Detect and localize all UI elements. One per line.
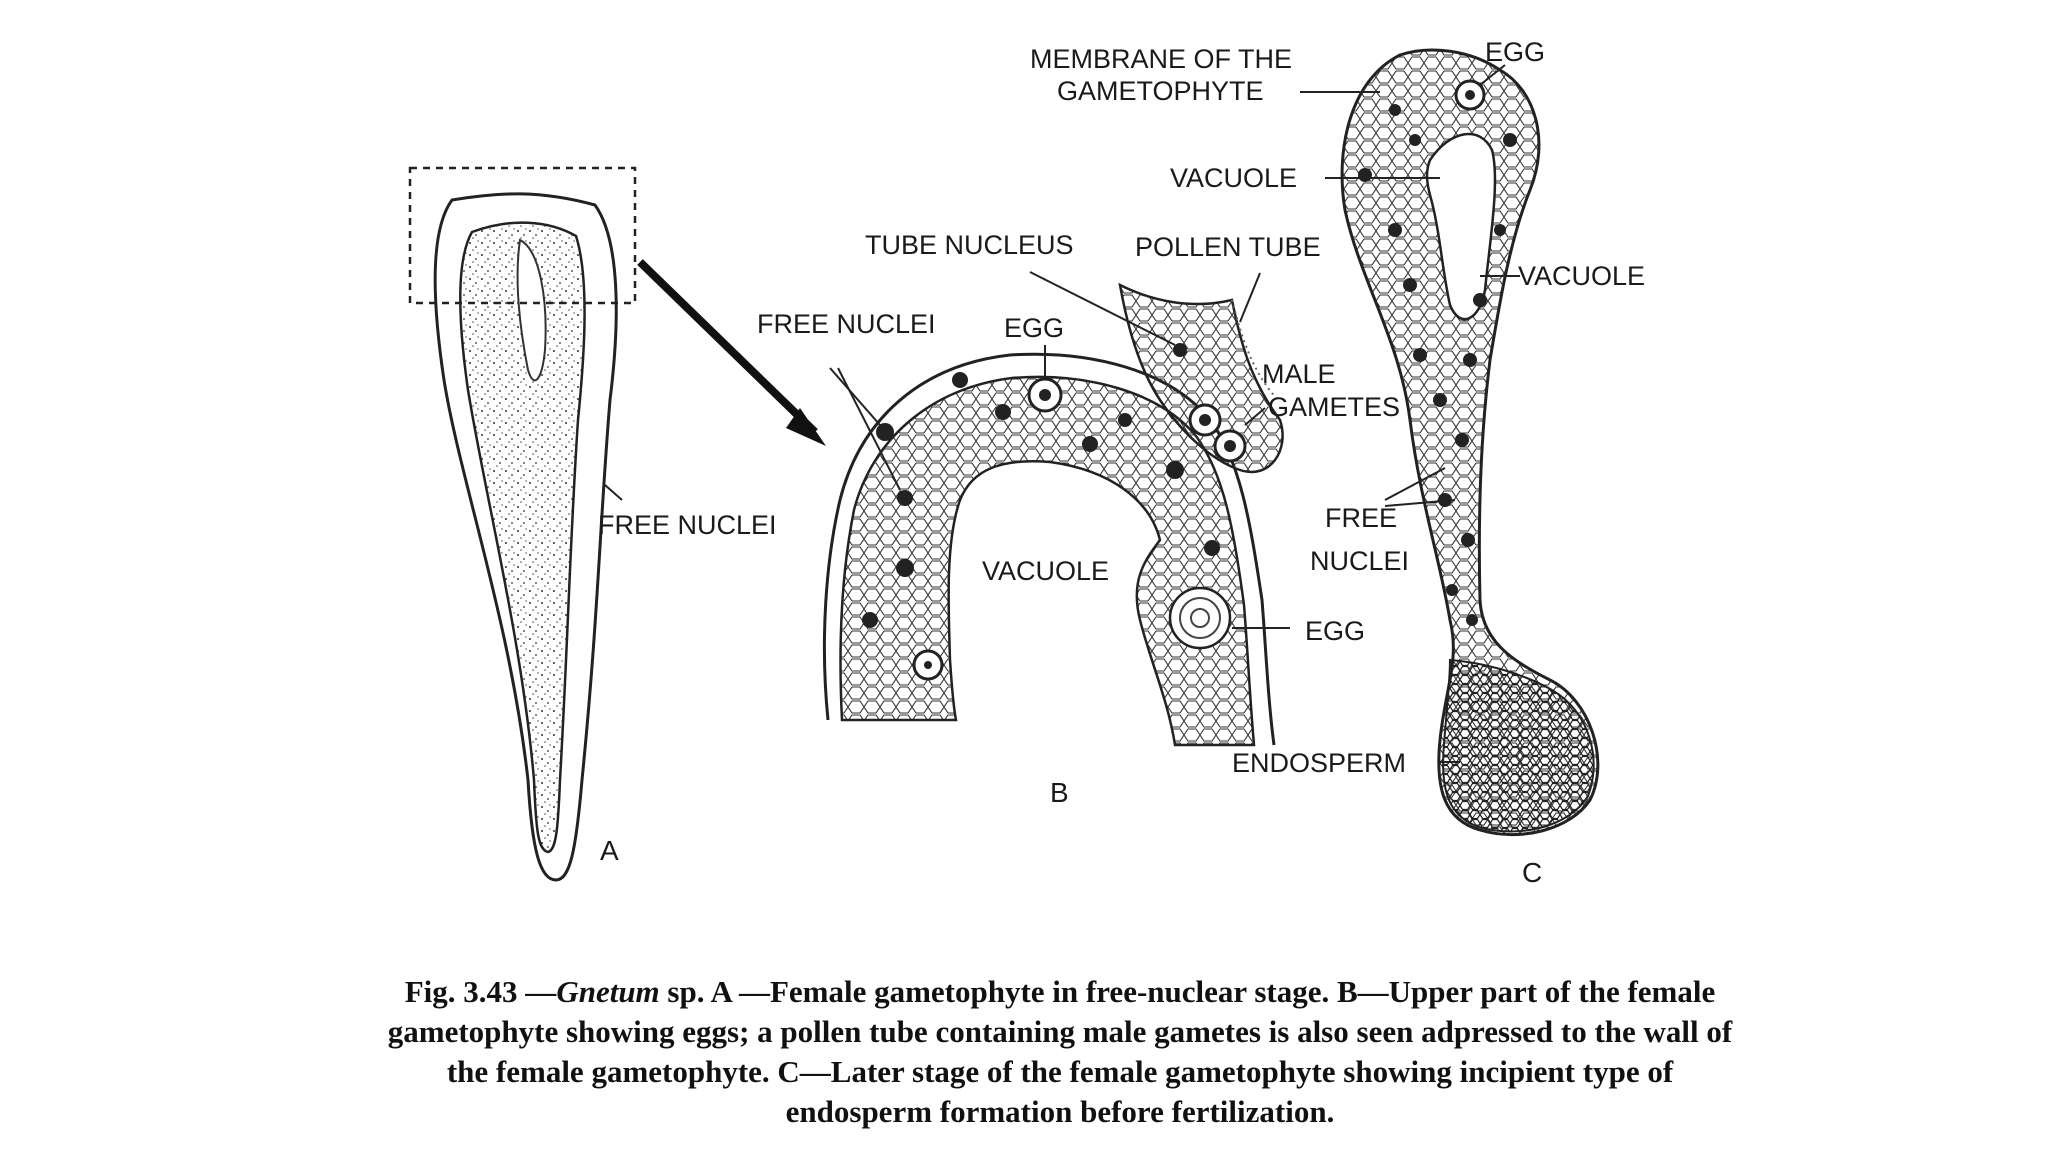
male-label-line1: MALE [1262, 359, 1336, 389]
c-free-nuclei [1358, 79, 1517, 626]
a-free-nuclei-label: FREE NUCLEI [598, 510, 777, 540]
nucleus [1446, 584, 1458, 596]
c-vacuole-right-label: VACUOLE [1518, 261, 1645, 291]
caption-fig-number: Fig. 3.43 — [404, 974, 557, 1009]
c-endosperm [1442, 658, 1595, 833]
b-eggs [912, 377, 1232, 681]
pollen-tube-leader [1239, 272, 1261, 323]
c-vacuole-left-label: VACUOLE [1170, 163, 1297, 193]
enlarged-region-box [408, 166, 637, 305]
c-egg-leader [1479, 64, 1506, 86]
nucleus [876, 423, 894, 441]
nucleus [1473, 293, 1487, 307]
nucleus [1409, 134, 1421, 146]
nucleus [1358, 168, 1372, 182]
nucleus [1389, 104, 1401, 116]
figure-caption: Fig. 3.43 —Gnetum sp. A —Female gametoph… [380, 972, 1740, 1132]
panel-a-drawing: FREE NUCLEI A [408, 166, 826, 882]
nucleus [1463, 353, 1477, 367]
nucleus [896, 559, 914, 577]
c-free-nuclei-leader-1 [1384, 467, 1446, 501]
male-gamete-nucleus [1199, 414, 1211, 426]
nucleus [1403, 278, 1417, 292]
panel-b-letter: B [1050, 777, 1069, 808]
nucleus [1466, 614, 1478, 626]
nucleus [897, 490, 913, 506]
b-free-nuclei-label: FREE NUCLEI [757, 309, 936, 339]
magnify-arrowhead [786, 408, 826, 446]
c-endosperm-label: ENDOSPERM [1232, 748, 1406, 778]
b-vacuole-label: VACUOLE [982, 556, 1109, 586]
panel-c-letter: C [1522, 857, 1542, 888]
c-egg-nucleus [1465, 90, 1475, 100]
nucleus [1455, 433, 1469, 447]
nucleus [1166, 461, 1184, 479]
egg-ring [1179, 597, 1221, 639]
caption-text: sp. A —Female gametophyte in free-nuclea… [387, 974, 1733, 1129]
c-egg-label: EGG [1485, 37, 1545, 67]
c-free-nuclei-leader-2 [1384, 499, 1456, 507]
nucleus [1082, 436, 1098, 452]
gametophyte-body [458, 221, 586, 854]
tube-nucleus-leader [1029, 271, 1176, 346]
egg-nucleus [1039, 389, 1051, 401]
pollen-tube [1118, 282, 1284, 474]
tube-nucleus [1173, 343, 1187, 357]
nucleus [1413, 348, 1427, 362]
panel-b-drawing: TUBE NUCLEUS POLLEN TUBE FREE NUCLEI EGG… [757, 230, 1400, 808]
nucleus [1433, 393, 1447, 407]
magnify-arrow [637, 259, 818, 435]
nucleus [1118, 413, 1132, 427]
a-free-nuclei-leader [604, 484, 623, 501]
caption-genus: Gnetum [556, 974, 660, 1009]
pollen-tube-label: POLLEN TUBE [1135, 232, 1321, 262]
nucleus [952, 372, 968, 388]
b-gametophyte-arch [839, 375, 1256, 747]
egg-core [1190, 608, 1210, 628]
c-nuclei-label-line2: NUCLEI [1310, 546, 1409, 576]
egg-nucleus [924, 661, 932, 669]
b-egg-right-label: EGG [1305, 616, 1365, 646]
nucleus [1461, 533, 1475, 547]
tube-nucleus-label: TUBE NUCLEUS [865, 230, 1074, 260]
nucleus [1388, 223, 1402, 237]
b-outer-membrane [822, 352, 1276, 746]
membrane-label-line1: MEMBRANE OF THE [1030, 44, 1292, 74]
c-gametophyte [1340, 48, 1600, 837]
male-gamete-nucleus [1224, 440, 1236, 452]
nucleus [862, 612, 878, 628]
b-free-nuclei-leader-1 [829, 367, 881, 426]
egg-cell-right [1168, 586, 1232, 650]
central-vacuole [516, 238, 547, 382]
nucleus [1503, 133, 1517, 147]
male-gametes [1173, 343, 1247, 463]
male-gametes-leader [1244, 407, 1266, 426]
nucleus [995, 404, 1011, 420]
panel-c-drawing: MEMBRANE OF THE GAMETOPHYTE EGG VACUOLE … [1030, 37, 1645, 888]
gametes-label-line2: GAMETES [1268, 392, 1400, 422]
b-free-nuclei-leader-2 [837, 367, 901, 491]
nucleus [1204, 540, 1220, 556]
c-free-label-line1: FREE [1325, 503, 1397, 533]
membrane-label-line2: GAMETOPHYTE [1057, 76, 1264, 106]
nucleus [1494, 224, 1506, 236]
outer-membrane [433, 192, 618, 882]
panel-a-letter: A [600, 835, 619, 866]
c-vacuole [1425, 132, 1497, 321]
b-free-nuclei [862, 372, 1220, 628]
b-egg-top-label: EGG [1004, 313, 1064, 343]
